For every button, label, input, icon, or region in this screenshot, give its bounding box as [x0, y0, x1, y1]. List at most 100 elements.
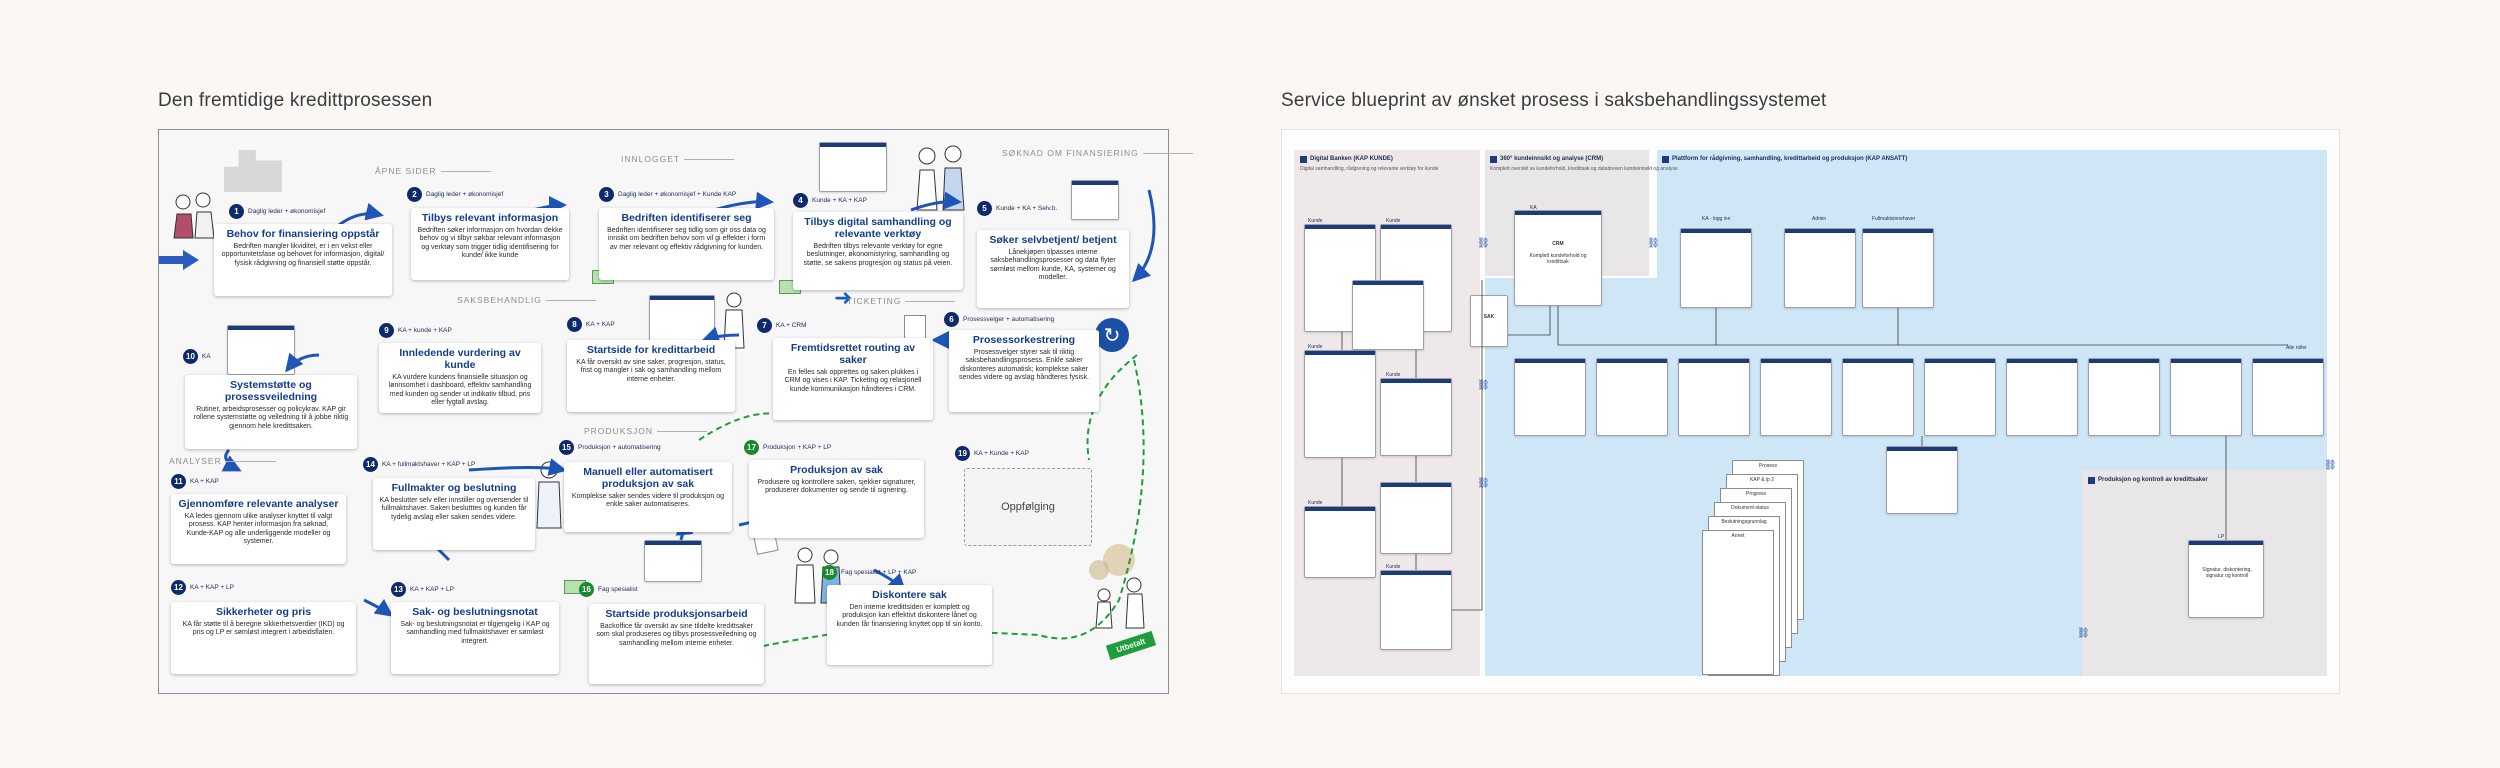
step-role: KA: [202, 353, 211, 360]
production-icon: [2088, 477, 2095, 484]
step-number: 17: [744, 440, 759, 455]
step-role: Fag spesialist + LP + KAP: [841, 569, 917, 576]
screen-ka-2: [1596, 358, 1668, 436]
step-number: 7: [757, 318, 772, 333]
sync-icon: ↻: [1095, 318, 1129, 352]
step-role: KA + KAP + LP: [190, 584, 234, 591]
step-title: Behov for finansiering oppstår: [226, 228, 380, 240]
phase-saksbehandlig: SAKSBEHANDLIG: [457, 295, 596, 305]
step-body: Bedriften mangler likviditet, er i en ve…: [221, 243, 385, 267]
step-body: En felles sak opprettes og saken plukkes…: [784, 369, 922, 393]
step-body: KA beslutter selv eller innstiller og ov…: [379, 497, 529, 521]
col-label-kunde: Kunde: [1386, 218, 1401, 224]
step-body: KA ledes gjennom ulike analyser knyttet …: [184, 513, 333, 546]
col-label-kunde: Kunde: [1308, 344, 1323, 350]
screen-ka-8: [2088, 358, 2160, 436]
step-card-12[interactable]: Sikkerheter og pris KA får støtte til å …: [171, 602, 356, 674]
utbetalt-badge: Utbetalt: [1105, 630, 1156, 661]
step-body: Bedriften tilbys relevante verktøy for e…: [803, 243, 953, 267]
screen-mockup-systemstotte: [227, 325, 295, 375]
screen-kunde-8: [1380, 570, 1452, 650]
step-body: KA vurdere kundens finansielle situasjon…: [388, 374, 532, 407]
step-title: Sikkerheter og pris: [215, 606, 312, 618]
service-blueprint: Digital Banken (KAP KUNDE) Digital samha…: [1281, 129, 2340, 694]
step-card-15[interactable]: Manuell eller automatisert produksjon av…: [564, 462, 732, 532]
screen-ka-5: [1842, 358, 1914, 436]
screen-kunde-3: [1352, 280, 1424, 350]
screen-kunde-7: [1380, 482, 1452, 554]
stack-item-label: Progress: [1745, 491, 1766, 497]
phase-innlogget: INNLOGGET: [621, 154, 734, 164]
screen-ka-1: [1514, 358, 1586, 436]
step-role: Kunde + KA + Selv.b.: [996, 205, 1058, 212]
screen-kunde-4: [1304, 350, 1376, 458]
person-illustration-analyst: [529, 460, 569, 530]
stack-item-label: Prosess: [1758, 463, 1778, 469]
step-card-4[interactable]: Tilbys digital samhandling og relevante …: [793, 212, 963, 290]
step-number: 5: [977, 201, 992, 216]
sak-label: SAK: [1483, 314, 1495, 320]
step-body: Den interne kredittsiden er komplett og …: [836, 604, 983, 628]
step-title: Bedriften identifiserer seg: [621, 212, 752, 224]
person-woman-illustration: [907, 142, 977, 212]
stack-item-label: Beslutningsgrunnlag: [1721, 519, 1767, 525]
col-label-kunde: Kunde: [1308, 500, 1323, 506]
link-icon: ⛓: [2324, 460, 2337, 471]
step-card-13[interactable]: Sak- og beslutningsnotat Sak- og beslutn…: [391, 602, 559, 674]
step-number: 1: [229, 204, 244, 219]
step-title: Fullmakter og beslutning: [391, 482, 517, 494]
step-card-18[interactable]: Diskontere sak Den interne kredittsiden …: [827, 585, 992, 665]
screen-mockup-selvbetjent: [1071, 180, 1119, 220]
step-card-1[interactable]: Behov for finansiering oppstår Bedriften…: [214, 224, 392, 296]
step-body: Komplekse saker sendes videre til produk…: [571, 493, 725, 509]
step-card-17[interactable]: Produksjon av sak Produsere og kontrolle…: [749, 460, 924, 538]
step-title: Tilbys relevant informasjon: [421, 212, 559, 224]
step-role: KA + KAP: [586, 321, 615, 328]
step-role: Prosessvelger + automatisering: [963, 316, 1055, 323]
step-role: KA + KAP + LP: [410, 586, 454, 593]
step-card-7[interactable]: Fremtidsrettet routing av saker En felle…: [773, 338, 933, 420]
step-number: 14: [363, 457, 378, 472]
crm-body: Komplett kundeforhold og kredittsak: [1529, 253, 1587, 265]
step-card-5[interactable]: Søker selvbetjent/ betjent Lånekjøpen ti…: [977, 230, 1129, 308]
step-role: KA + KAP: [190, 478, 219, 485]
step-body: Bedriften søker informasjon om hvordan d…: [417, 227, 563, 260]
col-label-lp: LP: [2218, 534, 2225, 540]
link-icon: ⛓: [1477, 478, 1490, 489]
step-card-9[interactable]: Innledende vurdering av kunde KA vurdere…: [379, 343, 541, 413]
step-card-8[interactable]: Startside for kredittarbeid KA får overs…: [567, 340, 735, 412]
lane4-title: Produksjon og kontroll av kredittsaker: [2098, 477, 2208, 483]
lane1-title: Digital Banken (KAP KUNDE): [1310, 156, 1393, 162]
step-number: 16: [579, 582, 594, 597]
step-title: Manuell eller automatisert produksjon av…: [583, 466, 713, 490]
screen-produksjon-lp[interactable]: Signatur, diskontering, signatur og kont…: [2188, 540, 2264, 618]
step-card-6[interactable]: Prosessorkestrering Prosessvelger styrer…: [949, 330, 1099, 412]
incoming-arrow-icon: [159, 250, 199, 270]
crm-screen[interactable]: CRM Komplett kundeforhold og kredittsak: [1514, 210, 1602, 306]
step-body: Bedriften identifiserer seg tidlig som g…: [607, 227, 766, 251]
step-role: KA + CRM: [776, 322, 807, 329]
col-label-admin: Admin: [1812, 216, 1827, 222]
people-illustration: [169, 190, 219, 240]
phase-apne-sider: ÅPNE SIDER: [375, 166, 491, 176]
step-body: Rutiner, arbeidsprosesser og policykrav.…: [193, 406, 349, 430]
step-card-11[interactable]: Gjennomføre relevante analyser KA ledes …: [171, 494, 346, 564]
col-label-ka: KA: [1530, 205, 1537, 211]
screen-kunde-1: [1304, 224, 1376, 332]
step-body: Backoffice får oversikt av sine tildelte…: [596, 623, 757, 647]
step-card-14[interactable]: Fullmakter og beslutning KA beslutter se…: [373, 478, 535, 550]
screen-ka-9: [2170, 358, 2242, 436]
platform-icon: [1662, 156, 1669, 163]
step-card-16[interactable]: Startside produksjonsarbeid Backoffice f…: [589, 604, 764, 684]
step-number: 10: [183, 349, 198, 364]
sak-document[interactable]: SAK: [1470, 295, 1508, 347]
step-card-10[interactable]: Systemstøtte og prosessveiledning Rutine…: [185, 375, 357, 449]
step-card-3[interactable]: Bedriften identifiserer seg Bedriften id…: [599, 208, 774, 280]
step-card-2[interactable]: Tilbys relevant informasjon Bedriften sø…: [411, 208, 569, 280]
step-card-19-oppfolging[interactable]: Oppfølging: [964, 468, 1092, 546]
crowd-illustration: [1074, 540, 1164, 630]
link-icon: ⛓: [1477, 380, 1490, 391]
link-icon: ⛓: [1647, 238, 1660, 249]
col-label-ka-logg-inn: KA - logg inn: [1702, 216, 1731, 222]
col-label-fullmakt: Fullmaktsinnehaver: [1872, 216, 1916, 222]
